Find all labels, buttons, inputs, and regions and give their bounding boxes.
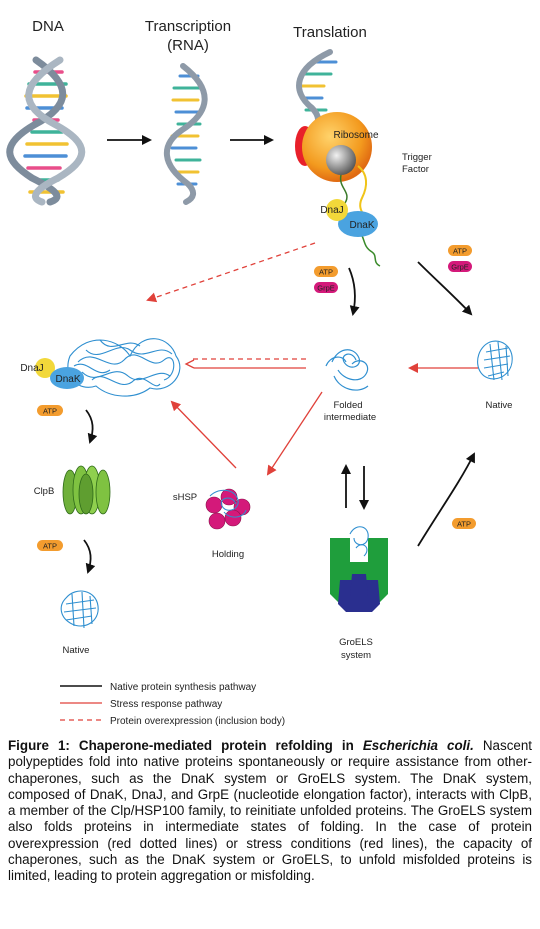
arrow-groels-to-native bbox=[417, 452, 475, 547]
atp-label-left-2: ATP bbox=[43, 542, 57, 551]
dnaj-icon bbox=[326, 199, 348, 221]
legend: Native protein synthesis pathway Stress … bbox=[60, 682, 285, 727]
caption-title: Figure 1: Chaperone-mediated protein ref… bbox=[8, 738, 363, 753]
legend-label-native: Native protein synthesis pathway bbox=[110, 682, 256, 693]
trigger-factor-label-2: Factor bbox=[402, 164, 429, 175]
dna-helix-icon bbox=[6, 56, 86, 206]
arrow-overexpression-to-aggregate bbox=[146, 242, 316, 303]
groels-chamber-icon bbox=[330, 526, 388, 612]
arrowhead-to-aggregate bbox=[184, 359, 195, 369]
ribosome-icon: Ribosome bbox=[295, 112, 379, 223]
legend-label-overexpression: Protein overexpression (inclusion body) bbox=[110, 716, 285, 727]
atp-pill-groels bbox=[452, 518, 476, 529]
clpb-barrel-icon bbox=[62, 465, 111, 515]
shsp-holding-icon bbox=[205, 488, 251, 530]
arrow-intermediate-to-holding bbox=[266, 391, 323, 476]
dnak-label-aggregate: DnaK bbox=[55, 374, 80, 385]
grpe-label-center: GrpE bbox=[317, 284, 335, 293]
arrow-clpb-to-native bbox=[83, 539, 96, 574]
atp-pill-center bbox=[314, 266, 338, 277]
legend-label-stress: Stress response pathway bbox=[110, 699, 222, 710]
atp-pill-left-1 bbox=[37, 405, 63, 416]
trigger-factor-label-1: Trigger bbox=[402, 152, 432, 163]
clpb-label: ClpB bbox=[34, 486, 55, 497]
groels-label-2: system bbox=[341, 650, 371, 661]
folded-label-1: Folded bbox=[333, 400, 362, 411]
aggregate-tangle-icon bbox=[67, 338, 181, 397]
dnak-icon bbox=[338, 211, 378, 237]
atp-label-right: ATP bbox=[453, 247, 467, 256]
folded-label-2: intermediate bbox=[324, 412, 376, 423]
grpe-label-right: GrpE bbox=[451, 263, 469, 272]
shsp-label: sHSP bbox=[173, 492, 197, 503]
native-label-left: Native bbox=[63, 645, 90, 656]
rna-title: (RNA) bbox=[167, 37, 209, 54]
caption-species: Escherichia coli. bbox=[362, 738, 474, 753]
chaperone-pathway-diagram: DNA Transcription (RNA) Translation bbox=[6, 18, 513, 727]
groels-label-1: GroELS bbox=[339, 637, 373, 648]
native-label-right: Native bbox=[486, 400, 513, 411]
holding-label: Holding bbox=[212, 549, 244, 560]
dna-title: DNA bbox=[32, 18, 64, 35]
rna-helix-icon bbox=[163, 63, 208, 205]
arrow-translation-to-intermediate bbox=[348, 267, 360, 316]
figure-caption: Figure 1: Chaperone-mediated protein ref… bbox=[8, 738, 532, 885]
grpe-pill-center bbox=[314, 282, 338, 293]
atp-label-center: ATP bbox=[319, 268, 333, 277]
native-protein-icon-left bbox=[60, 590, 99, 629]
atp-pill-right bbox=[448, 245, 472, 256]
ribosome-label: Ribosome bbox=[333, 130, 378, 141]
native-protein-icon-right bbox=[477, 340, 513, 381]
arrow-holding-to-aggregate bbox=[170, 400, 237, 469]
arrow-translation-to-native bbox=[417, 261, 473, 316]
caption-body: Nascent polypeptides fold into native pr… bbox=[8, 738, 532, 884]
grpe-pill-right bbox=[448, 261, 472, 272]
nascent-tail bbox=[357, 229, 381, 267]
transcription-title: Transcription bbox=[145, 18, 231, 35]
dnak-icon-aggregate bbox=[50, 367, 84, 389]
atp-label-groels: ATP bbox=[457, 520, 471, 529]
dnaj-label-aggregate: DnaJ bbox=[20, 363, 43, 374]
atp-pill-left-2 bbox=[37, 540, 63, 551]
folded-intermediate-icon bbox=[325, 349, 369, 391]
atp-label-left-1: ATP bbox=[43, 407, 57, 416]
dnaj-icon-aggregate bbox=[35, 358, 55, 378]
arrow-aggregate-to-clpb bbox=[85, 409, 98, 444]
dnaj-label: DnaJ bbox=[320, 205, 343, 216]
dnak-label: DnaK bbox=[349, 220, 374, 231]
shsp-substrate-coil bbox=[209, 489, 247, 518]
translation-title: Translation bbox=[293, 24, 367, 41]
